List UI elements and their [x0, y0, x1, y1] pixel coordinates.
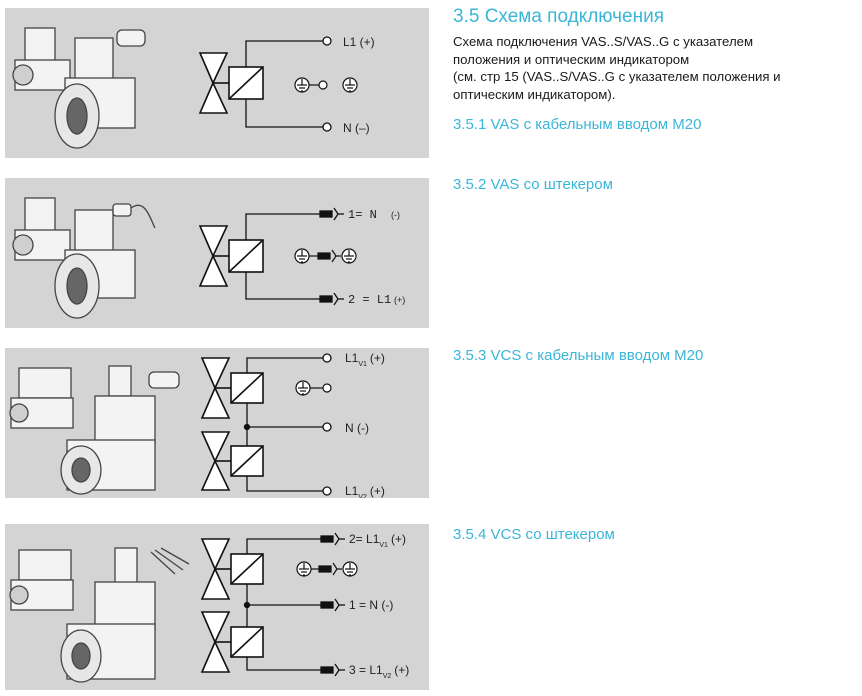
ground-symbol-icon [295, 380, 332, 396]
label-pin2: 2 = L1 [348, 293, 391, 307]
diagram-panel-vas-plug: 1= N (-) 2 = L1 (+) [5, 178, 429, 328]
description-line: Схема подключения VAS..S/VAS..G с указат… [453, 34, 754, 49]
solenoid-valve-icon [200, 357, 264, 491]
description-line: оптическим индикатором). [453, 86, 616, 102]
label-pin2-sign: (+) [394, 295, 405, 305]
valve-illustration [9, 365, 180, 495]
plug-pin-icon [319, 207, 344, 306]
section-description: Схема подключения VAS..S/VAS..G с указат… [453, 33, 853, 103]
label-pin1-n: 1 = N (-) [349, 598, 393, 612]
plug-pin-icon [320, 532, 345, 677]
label-pin3-l1-v2: 3 = L1V2(+) [349, 663, 409, 680]
label-l1: L1 (+) [343, 35, 375, 49]
description-line: положения и оптическим индикатором [453, 51, 690, 67]
solenoid-valve-icon [198, 225, 264, 287]
subsection-title-4: 3.5.4 VCS со штекером [453, 526, 615, 543]
label-l1-v2: L1V2(+) [345, 484, 385, 498]
label-n: N (-) [345, 421, 369, 435]
diagram-panel-vas-cable: L1 (+) N (–) [5, 8, 429, 158]
ground-symbol-icon [296, 561, 358, 577]
solenoid-valve-icon [198, 52, 264, 114]
label-n: N (–) [343, 121, 370, 135]
diagram-panel-vcs-plug: 2= L1V1(+) 1 = N (-) 3 = L1V2(+) [5, 524, 429, 690]
diagram-panel-vcs-cable: L1V1(+) N (-) L1V2(+) [5, 348, 429, 498]
valve-illustration [12, 197, 156, 319]
label-pin1: 1= N [348, 208, 377, 222]
subsection-title-2: 3.5.2 VAS со штекером [453, 176, 613, 193]
valve-illustration [9, 547, 190, 683]
subsection-title-1: 3.5.1 VAS с кабельным вводом M20 [453, 116, 702, 133]
label-l1-v1: L1V1(+) [345, 351, 385, 368]
description-line: (см. стр 15 (VAS..S/VAS..G с указателем … [453, 69, 781, 84]
subsection-title-3: 3.5.3 VCS с кабельным вводом M20 [453, 347, 704, 364]
valve-illustration [12, 27, 146, 149]
ground-symbol-icon [294, 77, 358, 93]
section-title: 3.5 Схема подключения [453, 6, 665, 27]
ground-symbol-icon [294, 248, 357, 264]
label-pin2-l1-v1: 2= L1V1(+) [349, 532, 406, 549]
label-pin1-sign: (-) [391, 210, 400, 220]
